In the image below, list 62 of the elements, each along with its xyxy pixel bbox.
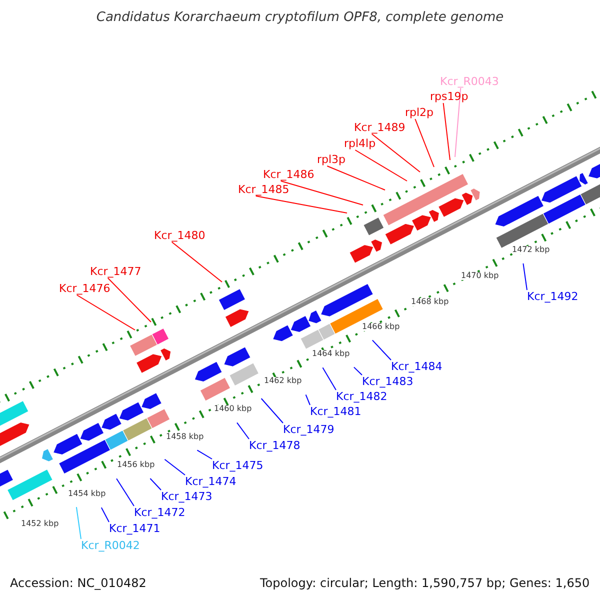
gene-label: Kcr_1482 <box>336 391 388 402</box>
gene-label: Kcr_1476 <box>59 283 110 294</box>
leader-line <box>255 196 348 214</box>
leader-line <box>522 262 528 290</box>
leader-line <box>354 150 408 182</box>
scale-label: 1456 kbp <box>117 461 155 469</box>
title: Candidatus Korarchaeum cryptofilum OPF8, complete genome <box>95 11 505 24</box>
gene-label: Kcr_1477 <box>90 266 142 277</box>
scale-label: 1458 kbp <box>166 433 204 441</box>
gene-label: Kcr_1475 <box>212 460 264 471</box>
leader-line <box>150 478 162 490</box>
leader-line <box>100 507 110 522</box>
leader-line <box>236 422 250 440</box>
scale-label: 1454 kbp <box>68 490 106 498</box>
leader-line <box>196 450 212 460</box>
leader-line <box>76 294 136 330</box>
scale-label: 1466 kbp <box>362 323 400 331</box>
leader-line <box>305 394 310 406</box>
leader-line <box>260 398 284 424</box>
gene-label: Kcr_1492 <box>527 291 578 302</box>
leader-line <box>454 88 462 158</box>
gene-label: Kcr_1481 <box>310 406 362 417</box>
gene-label: rpl3p <box>317 154 346 165</box>
leader-line <box>171 242 222 282</box>
gene-label: Kcr_1474 <box>185 476 236 487</box>
scale-label: 1462 kbp <box>264 377 302 385</box>
gene-label: Kcr_R0043 <box>440 76 499 87</box>
scale-label: 1472 kbp <box>512 246 550 254</box>
gene-label: Kcr_1471 <box>109 523 160 534</box>
leader-line <box>76 506 82 540</box>
gene-label: rps19p <box>430 91 468 102</box>
gene-label: Kcr_1480 <box>154 230 206 241</box>
leader-line <box>372 340 392 360</box>
gene-label: Kcr_1483 <box>362 376 414 387</box>
leader-line <box>442 102 450 160</box>
gene-label: Kcr_1472 <box>134 507 186 518</box>
gene-label: Kcr_1489 <box>354 122 406 133</box>
accession-text: Accession: NC_010482 <box>10 577 146 589</box>
leader-line <box>116 478 134 506</box>
genome-summary-text: Topology: circular; Length: 1,590,757 bp; Genes: 1,650 <box>260 577 590 589</box>
leader-line <box>414 118 434 168</box>
scale-label: 1470 kbp <box>461 272 499 280</box>
leader-line <box>107 278 152 322</box>
gene-label: Kcr_1473 <box>161 491 212 502</box>
gene-label: Kcr_1478 <box>249 440 300 451</box>
leader-line <box>371 134 420 172</box>
leader-line <box>353 366 362 376</box>
gene-label: Kcr_R0042 <box>81 540 140 551</box>
leader-line <box>164 458 186 476</box>
leader-line <box>280 180 364 206</box>
gene-label: Kcr_1479 <box>283 424 334 435</box>
scale-label: 1464 kbp <box>312 350 350 358</box>
gene-label: rpl4lp <box>344 138 376 149</box>
leader-line <box>326 166 386 190</box>
gene-label: rpl2p <box>405 107 434 118</box>
gene-label: Kcr_1485 <box>238 184 290 195</box>
gene-label: Kcr_1486 <box>263 169 314 180</box>
gene-label: Kcr_1484 <box>391 361 442 372</box>
scale-label: 1460 kbp <box>214 405 252 413</box>
scale-label: 1452 kbp <box>21 520 59 528</box>
scale-label: 1468 kbp <box>411 298 449 306</box>
leader-line <box>322 367 336 390</box>
